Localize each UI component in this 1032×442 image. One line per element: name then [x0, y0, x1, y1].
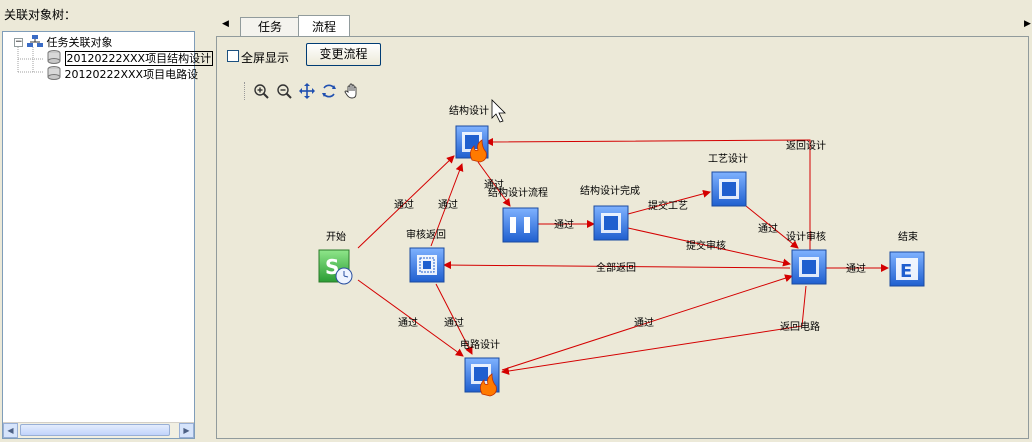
- hand-icon[interactable]: [344, 83, 360, 99]
- tree-lines: [17, 47, 43, 73]
- edge-label: 通过: [484, 178, 504, 191]
- tree-item-label: 20120222XXX项目电路设: [64, 68, 199, 81]
- zoom-out-icon[interactable]: [276, 83, 292, 99]
- node-label: 设计审核: [786, 230, 826, 243]
- fullscreen-label: 全屏显示: [241, 51, 290, 65]
- node-review-back[interactable]: 审核返回: [406, 228, 446, 283]
- edge-structdone-craft[interactable]: [627, 189, 711, 215]
- object-tree[interactable]: − 任务关联对象 20120222XXX项目结构设计 20120222XXX: [2, 31, 214, 439]
- hierarchy-icon: [27, 35, 43, 47]
- node-label: 电路设计: [460, 338, 500, 351]
- node-struct-design[interactable]: 结构设计: [449, 104, 489, 163]
- zoom-in-icon[interactable]: [253, 83, 269, 99]
- tree-root-label: 任务关联对象: [46, 36, 113, 49]
- flow-edges: [357, 137, 889, 375]
- node-struct-done[interactable]: 结构设计完成: [580, 184, 640, 241]
- end-e-glyph: E: [900, 261, 912, 282]
- node-label: 审核返回: [406, 228, 446, 241]
- edge-circuit-review[interactable]: [501, 274, 793, 371]
- edge-struct-structflow[interactable]: [477, 161, 511, 207]
- edge-labels: 通过 通过 通过 通过 通过 通过 提交工艺 提交审核 通过 通过 返回设计 全…: [394, 139, 866, 333]
- change-flow-button[interactable]: 变更流程: [306, 43, 381, 66]
- database-icon: [47, 66, 61, 80]
- edge-reviewback-struct[interactable]: [430, 163, 464, 247]
- edge-label: 通过: [444, 316, 464, 329]
- fire-icon: [470, 139, 487, 163]
- mouse-cursor-icon: [491, 99, 506, 123]
- tab-scroll-left-icon[interactable]: ◀: [222, 19, 229, 29]
- review-icon: [419, 257, 435, 273]
- edge-label: 通过: [394, 198, 414, 211]
- scroll-right-button[interactable]: ▶: [179, 423, 194, 438]
- edge-craft-review[interactable]: [745, 205, 799, 249]
- node-label: 结构设计完成: [580, 184, 640, 197]
- tab-scroll-right-icon[interactable]: ▶: [1024, 19, 1031, 29]
- edge-label: 返回设计: [786, 139, 826, 152]
- edge-label: 返回电路: [780, 320, 820, 333]
- refresh-icon[interactable]: [321, 83, 337, 99]
- edge-structdone-review[interactable]: [627, 227, 791, 267]
- edge-review-circuit[interactable]: [501, 285, 807, 375]
- edge-label: 提交工艺: [648, 199, 688, 212]
- edge-label: 通过: [438, 198, 458, 211]
- node-label: 工艺设计: [708, 152, 748, 165]
- pause-icon: [510, 217, 516, 233]
- node-label: 结构设计: [449, 104, 489, 117]
- node-label: 开始: [326, 230, 346, 243]
- flow-diagram[interactable]: 通过 通过 通过 通过 通过 通过 提交工艺 提交审核 通过 通过 返回设计 全…: [216, 36, 1029, 439]
- tree-panel-title: 关联对象树：: [4, 8, 77, 22]
- fullscreen-checkbox[interactable]: [227, 50, 239, 62]
- edge-reviewback-circuit[interactable]: [435, 283, 473, 355]
- start-s-glyph: S: [325, 255, 339, 279]
- tab-strip: ◀ 任务 流程 ▶: [216, 15, 1032, 37]
- node-label: 结束: [898, 230, 918, 243]
- scroll-left-button[interactable]: ◀: [3, 423, 18, 438]
- edge-review-reviewback[interactable]: [443, 261, 791, 270]
- edge-label: 通过: [846, 262, 866, 275]
- edge-label: 通过: [634, 316, 654, 329]
- edge-label: 通过: [554, 218, 574, 231]
- edge-label: 通过: [398, 316, 418, 329]
- node-craft-design[interactable]: 工艺设计: [708, 152, 748, 207]
- tab-task[interactable]: 任务: [240, 17, 300, 36]
- edge-label: 通过: [758, 222, 778, 235]
- tree-item-struct[interactable]: 20120222XXX项目结构设计: [47, 50, 214, 66]
- node-start[interactable]: 开始 S: [318, 230, 353, 285]
- node-circuit-design[interactable]: 电路设计: [460, 338, 500, 397]
- tree-collapse-toggle[interactable]: −: [14, 37, 23, 47]
- toolbar-separator: [244, 82, 246, 100]
- tree-item-circuit[interactable]: 20120222XXX项目电路设: [47, 66, 198, 82]
- node-label: 结构设计流程: [488, 186, 548, 199]
- tree-root[interactable]: 任务关联对象: [27, 34, 113, 50]
- edge-label: 全部返回: [596, 261, 636, 274]
- edge-start-circuit[interactable]: [357, 279, 464, 357]
- node-struct-flow[interactable]: 结构设计流程: [488, 186, 548, 243]
- fire-icon: [480, 373, 497, 397]
- database-icon: [47, 50, 61, 64]
- edge-review-struct[interactable]: [485, 137, 811, 250]
- tab-flow[interactable]: 流程: [298, 15, 350, 37]
- horizontal-scrollbar[interactable]: ◀ ▶: [3, 422, 194, 438]
- edge-label: 提交审核: [686, 239, 726, 252]
- scroll-thumb[interactable]: [20, 424, 170, 436]
- tree-item-label: 20120222XXX项目结构设计: [64, 51, 214, 66]
- edge-start-struct[interactable]: [357, 155, 455, 249]
- node-end[interactable]: 结束 E: [889, 230, 925, 287]
- move-icon[interactable]: [299, 83, 315, 99]
- node-design-review[interactable]: 设计审核: [786, 230, 827, 285]
